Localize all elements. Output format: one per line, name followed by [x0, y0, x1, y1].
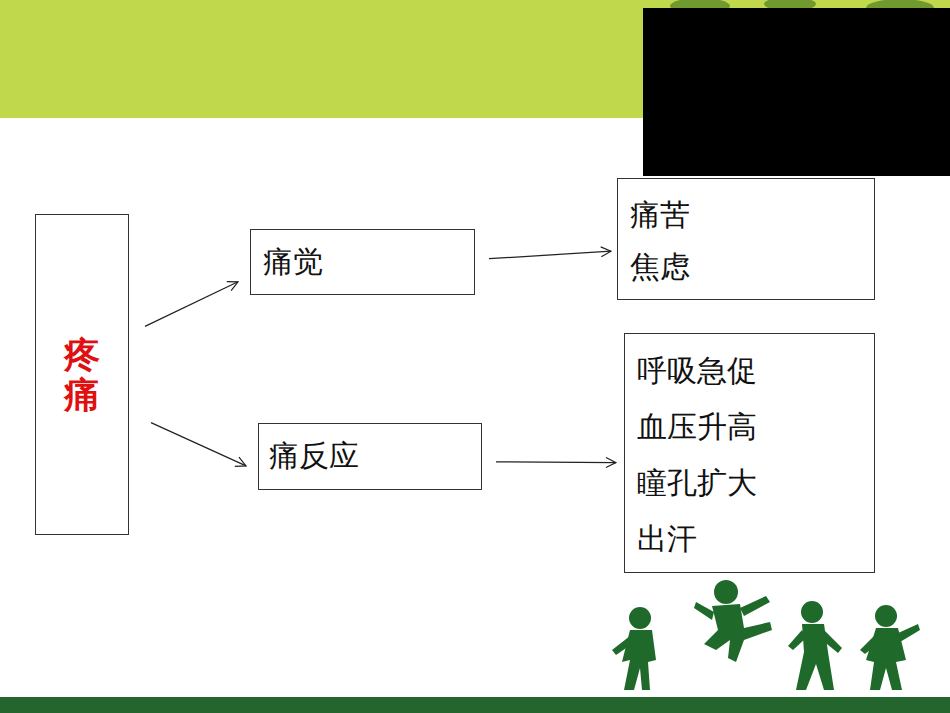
- box-label: 痛觉: [263, 244, 474, 280]
- box-label: 疼痛: [64, 335, 100, 414]
- box-label: 出汗: [637, 511, 874, 567]
- box-label: 呼吸急促: [637, 343, 874, 399]
- box-label: 瞳孔扩大: [637, 455, 874, 511]
- box-label: 痛反应: [269, 438, 481, 474]
- arrow-connector: [489, 251, 611, 259]
- footer-band: [0, 697, 950, 713]
- box-label: 痛苦: [630, 189, 874, 241]
- text-box: 痛觉: [250, 229, 475, 295]
- text-box: 疼痛: [35, 214, 129, 535]
- text-box: 痛苦焦虑: [617, 178, 875, 300]
- black-block: [643, 8, 950, 176]
- arrow-connector: [496, 461, 616, 463]
- arrow-connector: [151, 423, 246, 466]
- box-label: 焦虑: [630, 241, 874, 293]
- text-box: 呼吸急促血压升高瞳孔扩大出汗: [624, 333, 875, 573]
- box-label: 血压升高: [637, 399, 874, 455]
- children-silhouettes: [612, 580, 920, 690]
- arrow-connector: [145, 282, 238, 327]
- text-box: 痛反应: [258, 423, 482, 490]
